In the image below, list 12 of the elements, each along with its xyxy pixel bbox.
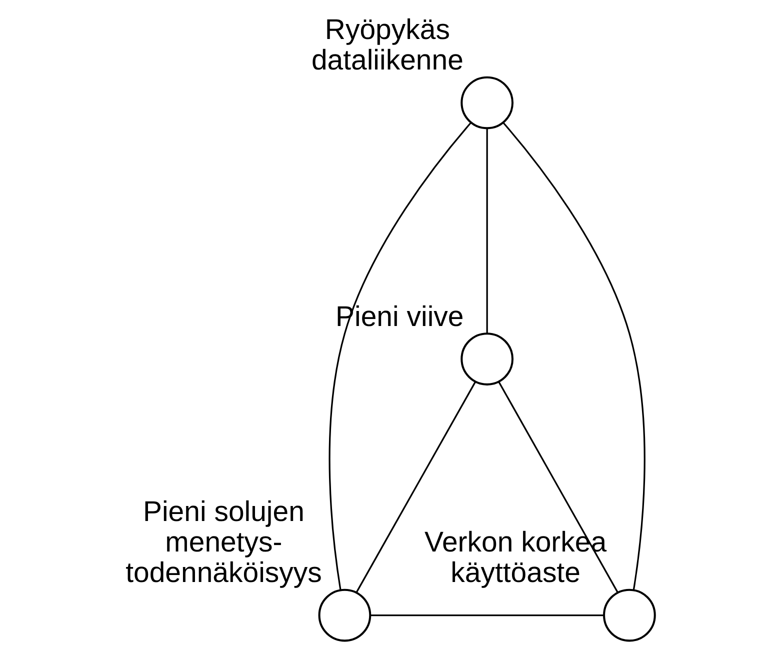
connector bbox=[502, 122, 646, 590]
connector bbox=[370, 614, 604, 616]
connector bbox=[328, 122, 472, 590]
connector bbox=[486, 128, 488, 334]
connector bbox=[498, 381, 618, 593]
node-circle bbox=[460, 76, 514, 130]
node-circle bbox=[318, 588, 372, 642]
node-label: Ryöpykäs dataliikenne bbox=[311, 14, 464, 77]
connector bbox=[356, 381, 476, 593]
node-label: Pieni solujen menetys- todennäköisyys bbox=[126, 496, 322, 590]
node-circle bbox=[603, 588, 656, 642]
node-circle bbox=[460, 332, 514, 386]
